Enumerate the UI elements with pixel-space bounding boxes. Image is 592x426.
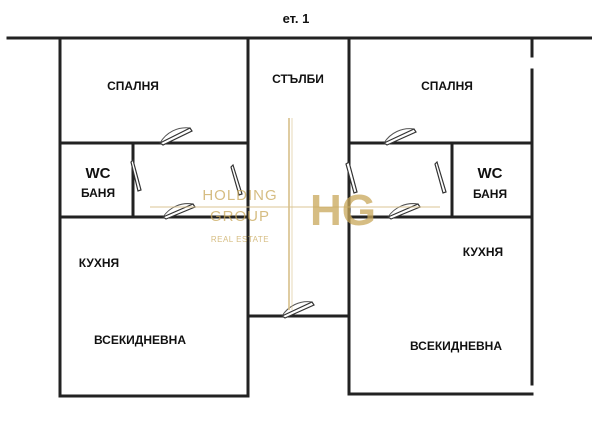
room-label-left-kitchen: КУХНЯ bbox=[79, 256, 119, 270]
room-label-right-kitchen: КУХНЯ bbox=[463, 245, 503, 259]
room-label-right-bedroom: СПАЛНЯ bbox=[421, 79, 473, 93]
floor-label: ет. 1 bbox=[283, 11, 310, 26]
door-right-bedroom bbox=[382, 128, 417, 146]
door-right-bath bbox=[434, 160, 447, 194]
room-label-left-bath: БАНЯ bbox=[81, 186, 115, 200]
watermark-monogram: HG bbox=[310, 186, 376, 235]
room-label-left-bedroom: СПАЛНЯ bbox=[107, 79, 159, 93]
door-left-bath bbox=[130, 158, 142, 192]
room-label-left-wc: WC bbox=[86, 165, 111, 182]
watermark-real-estate: REAL ESTATE bbox=[211, 235, 269, 244]
room-label-right-bath: БАНЯ bbox=[473, 187, 507, 201]
door-right-closet bbox=[345, 161, 358, 194]
right-unit-walls bbox=[347, 141, 534, 219]
room-label-stairs: СТЪЛБИ bbox=[272, 72, 324, 86]
door-stair-landing bbox=[280, 301, 315, 319]
room-label-right-living: ВСЕКИДНЕВНА bbox=[410, 339, 502, 353]
exterior-walls bbox=[6, 36, 592, 398]
left-unit-walls bbox=[58, 141, 250, 219]
watermark-holding: HOLDING bbox=[202, 187, 277, 204]
watermark: HOLDING GROUP REAL ESTATE HG bbox=[150, 118, 440, 310]
door-left-bedroom bbox=[158, 127, 193, 146]
room-label-left-living: ВСЕКИДНЕВНА bbox=[94, 333, 186, 347]
watermark-group: GROUP bbox=[210, 208, 270, 225]
room-label-right-wc: WC bbox=[478, 165, 503, 182]
door-left-closet bbox=[230, 163, 243, 196]
